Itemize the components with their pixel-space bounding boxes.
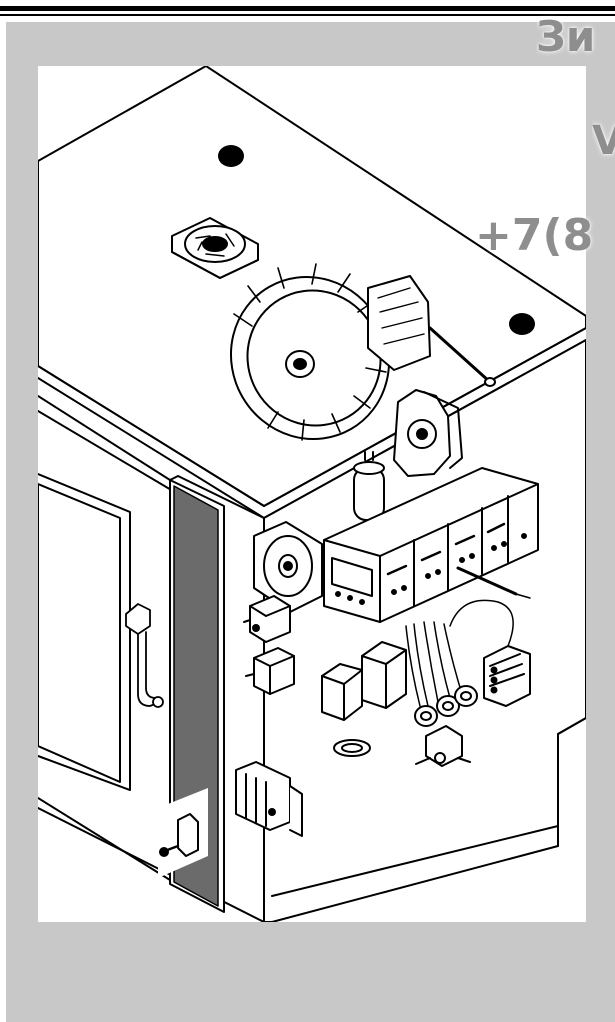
exploded-parts-diagram: [38, 66, 586, 922]
motor-bracket-icon: [393, 389, 463, 477]
transformer-icon: [361, 641, 407, 709]
temperature-probe-icon: [456, 566, 531, 599]
relay-icon: [245, 647, 295, 695]
contactor-block-icon: [323, 467, 539, 623]
micro-switch-icon: [243, 595, 291, 643]
watermark-text: V: [592, 118, 615, 164]
ferrite-core-icon: [454, 685, 478, 707]
cooling-fan-icon: [171, 217, 259, 279]
roof-hole-right: [509, 313, 535, 335]
circuit-breaker-icon: [235, 761, 303, 837]
watermark-phone: +7(8: [475, 210, 594, 261]
solenoid-valve-icon: [415, 725, 471, 767]
top-rule-thin: [0, 14, 615, 16]
ferrite-core-icon: [436, 695, 460, 717]
convection-fan-wheel-icon: [229, 263, 391, 441]
door-switch-icon: [159, 813, 199, 857]
roof-hole-left: [218, 145, 244, 167]
top-rule: [0, 6, 615, 11]
capacitor-icon: [353, 451, 385, 521]
ferrite-core-icon: [414, 705, 438, 727]
terminal-block-icon: [483, 645, 531, 707]
transformer-icon: [321, 663, 363, 721]
wiring-harness-icon: [405, 599, 514, 707]
cooling-fan-front-icon: [253, 521, 323, 613]
cable-clamp-icon: [333, 739, 371, 757]
watermark-text: Зи: [536, 12, 596, 61]
door-handle-icon: [125, 603, 164, 708]
fan-motor-icon: [367, 275, 496, 387]
